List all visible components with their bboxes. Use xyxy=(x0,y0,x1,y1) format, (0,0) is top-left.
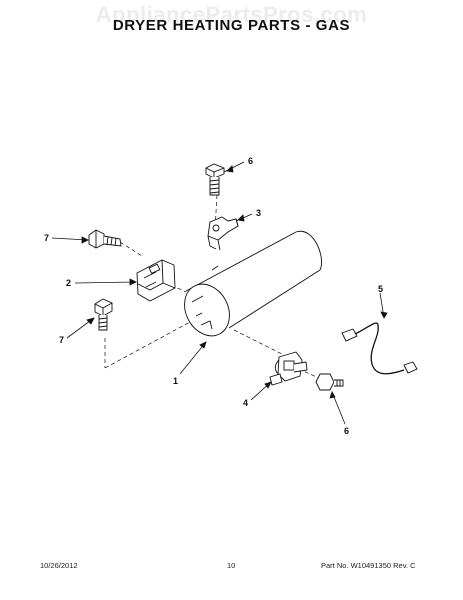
wire-harness xyxy=(341,322,418,375)
callout-2: 2 xyxy=(66,278,71,288)
callout-3: 3 xyxy=(256,208,261,218)
footer-page-number: 10 xyxy=(227,561,236,570)
footer-date: 10/26/2012 xyxy=(40,561,78,570)
footer-part-number: Part No. W10491350 Rev. C xyxy=(321,561,416,570)
callout-6-top: 6 xyxy=(248,156,253,166)
flame-sensor-bracket xyxy=(136,259,176,302)
callout-7-left: 7 xyxy=(44,233,49,243)
leader-lines xyxy=(51,161,388,425)
screw-lower-right xyxy=(315,373,344,391)
screw-left xyxy=(88,229,122,249)
callout-6-lower: 6 xyxy=(344,426,349,436)
callout-labels: 6 3 7 2 5 7 1 4 6 xyxy=(44,156,383,436)
igniter-bracket xyxy=(207,216,239,251)
page-title: DRYER HEATING PARTS - GAS xyxy=(112,17,351,34)
watermark: AppliancePartsPros.com xyxy=(95,2,368,27)
callout-5: 5 xyxy=(378,284,383,294)
screw-top xyxy=(205,163,225,196)
screw-lower-left xyxy=(94,298,113,331)
flame-sensor xyxy=(269,351,308,386)
callout-7-lower: 7 xyxy=(59,335,64,345)
callout-1: 1 xyxy=(173,376,178,386)
callout-4: 4 xyxy=(243,398,248,408)
burner-tube xyxy=(184,230,322,337)
